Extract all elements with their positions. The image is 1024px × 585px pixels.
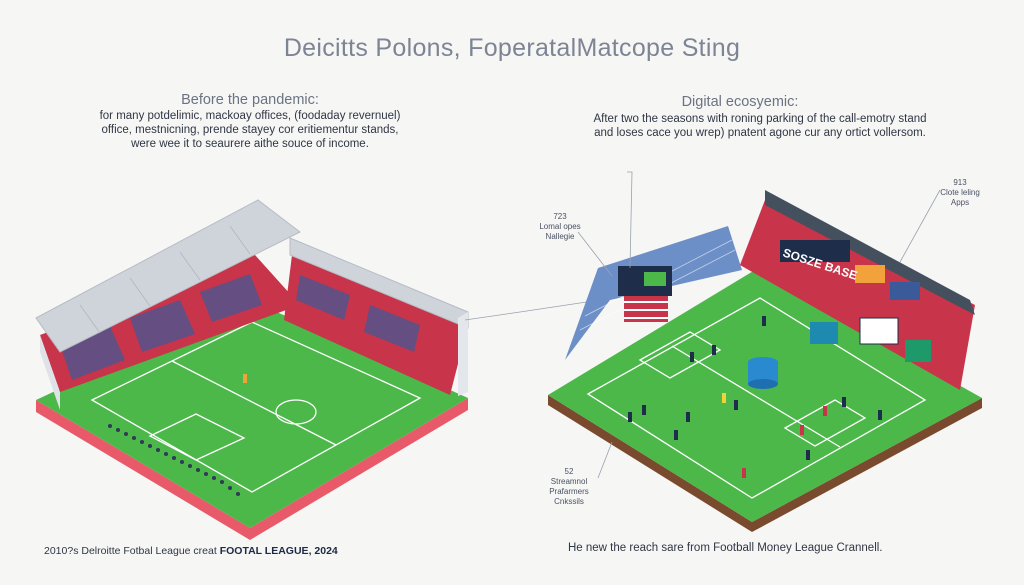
right-paragraph-line: After two the seasons with roning parkin… bbox=[593, 113, 927, 125]
callout-label: Clote leling bbox=[940, 188, 980, 197]
digital-pitch-lines bbox=[586, 297, 927, 499]
screen-stand bbox=[565, 226, 742, 360]
callout-value: 52 bbox=[564, 467, 574, 476]
pitch-lines bbox=[90, 321, 422, 493]
crowd bbox=[108, 424, 240, 496]
callout-label: Nallegie bbox=[545, 232, 575, 241]
callout-value: 913 bbox=[953, 178, 967, 187]
left-heading: Before the pandemic: bbox=[181, 92, 319, 108]
right-heading: Digital ecosyemic: bbox=[681, 94, 799, 110]
callout-label: Cnkssils bbox=[554, 497, 584, 506]
left-paragraph: for many potdelimic, mackoay offices, (f… bbox=[30, 109, 470, 151]
callout-label: Streamnol bbox=[550, 477, 588, 486]
player bbox=[243, 374, 247, 383]
callout-label: Lomal opes bbox=[539, 222, 581, 231]
digital-pitch bbox=[548, 270, 982, 522]
players bbox=[628, 316, 882, 478]
digital-stadium: SOSZE BASE bbox=[548, 171, 982, 532]
callout-value: 723 bbox=[553, 212, 567, 221]
pre-pandemic-stadium bbox=[35, 199, 469, 540]
left-paragraph-line: for many potdelimic, mackoay offices, (f… bbox=[99, 110, 401, 122]
digital-stand-roof bbox=[765, 190, 975, 315]
callout-label: Prafarmers bbox=[549, 487, 589, 496]
ad-boards bbox=[780, 240, 931, 362]
footer-left-text: 2010?s Delroitte Fotbal League creat bbox=[44, 545, 217, 557]
connector-line bbox=[464, 299, 601, 321]
right-paragraph: After two the seasons with roning parkin… bbox=[560, 112, 960, 140]
left-paragraph-line: were wee it to seaurere aithe souce of i… bbox=[131, 138, 369, 150]
left-paragraph-line: office, mestnicning, prende stayey cor e… bbox=[101, 124, 399, 136]
footer-source-right: He new the reach sare from Football Mone… bbox=[568, 542, 883, 554]
callout-lines bbox=[577, 171, 941, 479]
right-paragraph-line: and loses cace you wrep) pnatent agone c… bbox=[594, 127, 926, 139]
callout-apps: 913 Clote leling Apps bbox=[925, 178, 995, 208]
callout-streaming: 52 Streamnol Prafarmers Cnkssils bbox=[534, 467, 604, 507]
callout-local-apps: 723 Lomal opes Nallegie bbox=[530, 212, 590, 242]
callout-label: Apps bbox=[950, 198, 970, 207]
footer-left-bold: FOOTAL LEAGUE, 2024 bbox=[219, 545, 338, 557]
footer-source-left: 2010?s Delroitte Fotbal League creat FOO… bbox=[44, 545, 338, 557]
main-stand-roof bbox=[35, 199, 301, 353]
page-title: Deicitts Polons, FoperatalMatcope Sting bbox=[283, 34, 741, 62]
